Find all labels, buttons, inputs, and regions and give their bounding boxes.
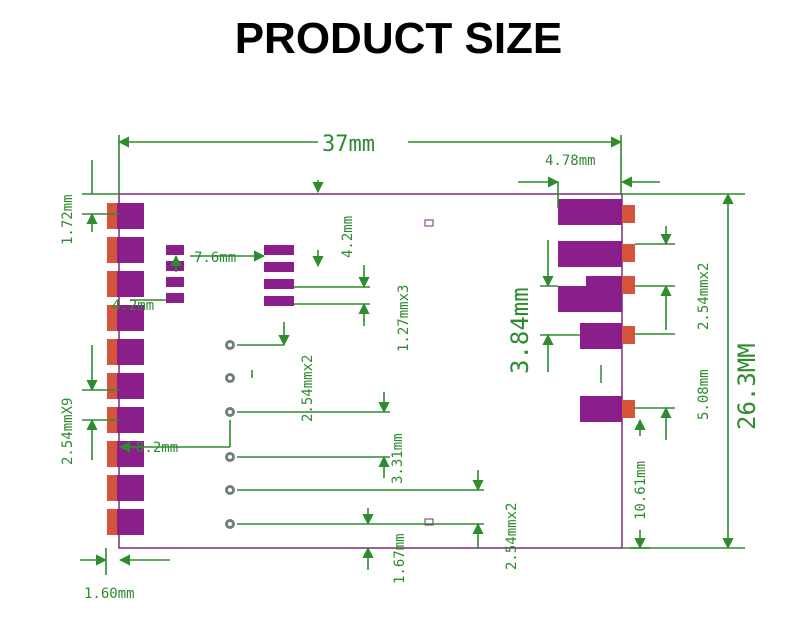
label-small-group-width: 7.6mm <box>194 250 236 266</box>
label-left-via-offset: 8.2mm <box>136 440 178 456</box>
dimension-labels: 37mm 4.78mm 26.3MM 1.72mm 2.54mmX9 1.60m… <box>60 130 761 602</box>
label-top-margin-left: 1.72mm <box>60 194 76 245</box>
left-pad-column <box>107 203 144 535</box>
component-marker <box>424 219 434 227</box>
label-via-pitch-lower: 2.54mmx2 <box>504 503 520 570</box>
label-mid-pad-pitch: 1.27mmx3 <box>396 285 412 352</box>
label-bottom-offset: 1.67mm <box>392 533 408 584</box>
label-width-total: 37mm <box>322 132 375 157</box>
label-right-pad-pitch: 2.54mmx2 <box>696 263 712 330</box>
label-height-total: 26.3MM <box>733 343 761 430</box>
board-outline <box>118 193 623 549</box>
label-right-spacing: 5.08mm <box>696 369 712 420</box>
via-column <box>225 340 235 529</box>
label-via-spacing-mid: 3.31mm <box>390 433 406 484</box>
small-pad-group <box>166 245 184 303</box>
label-via-pitch-upper: 2.54mmx2 <box>300 355 316 422</box>
right-pad-column <box>558 199 635 422</box>
label-left-inner-offset: 4.2mm <box>112 298 154 314</box>
page-title: PRODUCT SIZE <box>234 14 563 63</box>
label-right-group-height: 3.84mm <box>506 287 534 374</box>
label-right-pad-width: 4.78mm <box>545 153 596 169</box>
label-left-pad-width: 1.60mm <box>84 586 135 602</box>
mid-pad-group <box>264 245 294 306</box>
label-top-offset-mid: 4.2mm <box>340 216 356 258</box>
component-marker <box>424 518 434 526</box>
label-right-bottom-offset: 10.61mm <box>633 461 649 520</box>
label-left-pad-pitch: 2.54mmX9 <box>60 398 76 465</box>
